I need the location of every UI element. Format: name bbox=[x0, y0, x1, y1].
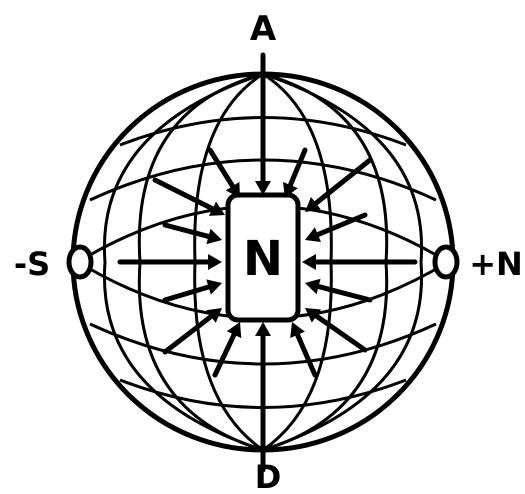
field-arrow-shaft bbox=[318, 215, 365, 235]
field-arrow-shaft bbox=[210, 150, 233, 186]
field-arrow-head bbox=[305, 279, 321, 294]
field-arrow-shaft bbox=[165, 287, 209, 300]
field-arrow-shaft bbox=[155, 180, 212, 209]
field-arrow-shaft bbox=[215, 335, 234, 375]
field-arrow-shaft bbox=[290, 150, 305, 185]
field-arrow-shaft bbox=[319, 287, 370, 300]
left-pole-cap bbox=[69, 247, 91, 277]
label-left-s: -S bbox=[14, 245, 50, 283]
field-arrow-shaft bbox=[165, 225, 208, 236]
label-top-a: A bbox=[250, 9, 277, 49]
field-arrow-head bbox=[206, 229, 222, 244]
field-arrow-head bbox=[208, 254, 222, 270]
right-pole-cap bbox=[435, 247, 457, 277]
label-right-n: +N bbox=[469, 245, 523, 283]
field-arrow-shaft bbox=[316, 316, 365, 350]
field-arrow-head bbox=[206, 279, 222, 294]
label-bottom-d: D bbox=[255, 458, 282, 494]
field-arrow-head bbox=[255, 322, 271, 336]
field-arrow-shaft bbox=[298, 335, 315, 375]
field-arrow-shaft bbox=[165, 317, 211, 352]
field-arrow-head bbox=[302, 254, 316, 270]
pole-label-n: N bbox=[243, 231, 283, 287]
